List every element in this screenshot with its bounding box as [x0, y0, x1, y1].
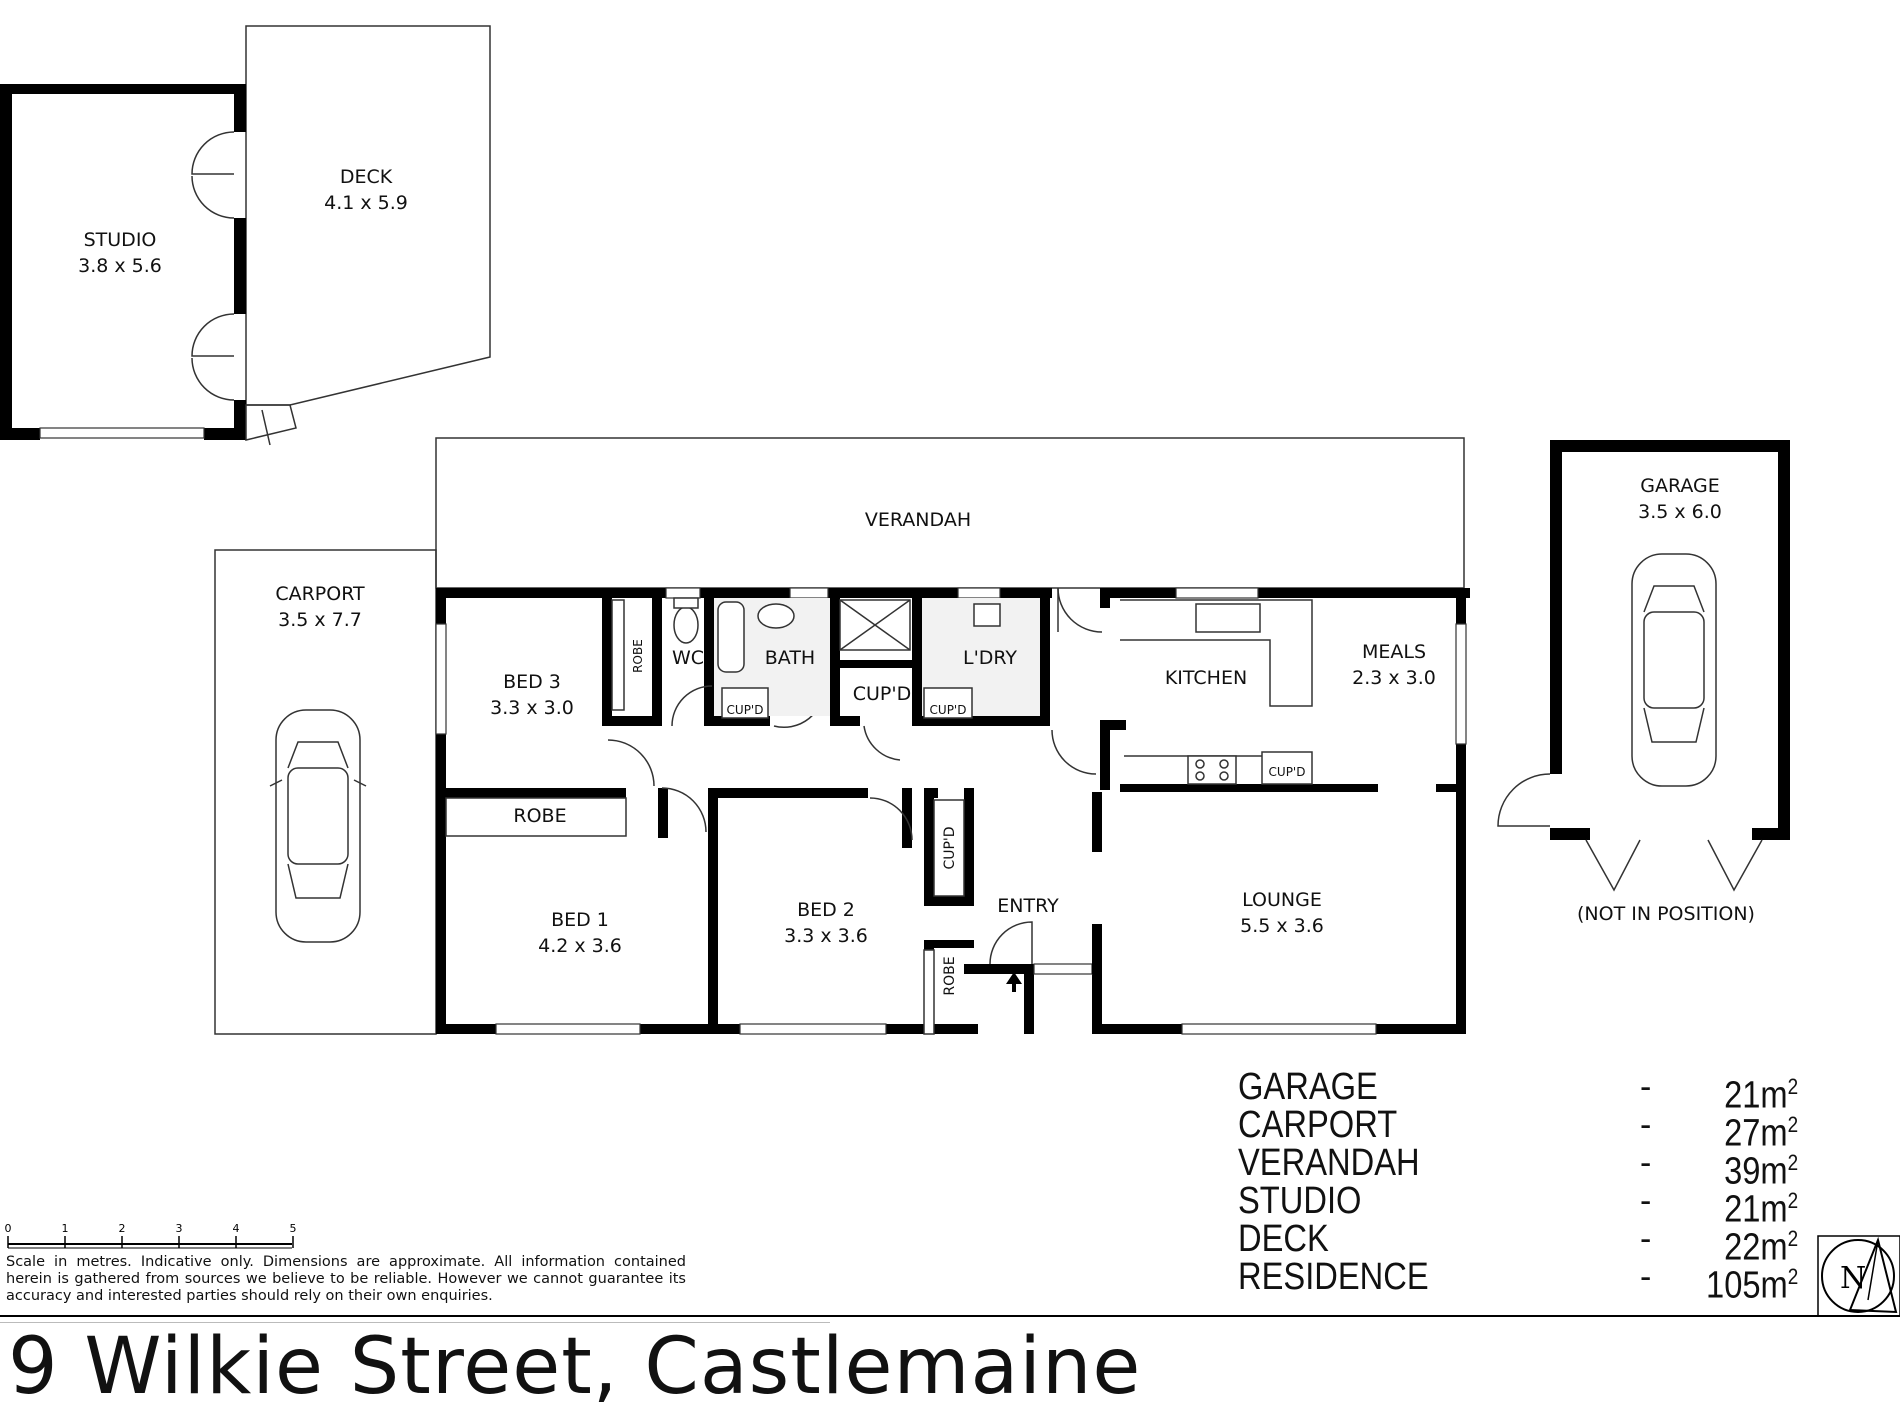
robe-bed1-name: ROBE	[513, 805, 566, 827]
area-dash: -	[1640, 1106, 1652, 1144]
scale-bar: 0 1 2 3 4 5	[5, 1222, 297, 1249]
area-value: 39m2	[1723, 1150, 1798, 1193]
area-value: 22m2	[1723, 1226, 1798, 1269]
footer-rule	[0, 1315, 1900, 1317]
scale-tick-label: 0	[5, 1222, 12, 1235]
ldry-name: L'DRY	[963, 647, 1017, 669]
deck-dims: 4.1 x 5.9	[324, 192, 408, 214]
cupd-kitchen-name: CUP'D	[1269, 765, 1306, 779]
residence-walls	[435, 587, 1470, 1035]
scale-tick-label: 4	[233, 1222, 240, 1235]
area-row: RESIDENCE - 105m2	[1238, 1256, 1798, 1305]
robe-bed3-name: ROBE	[631, 639, 645, 673]
cupd-hall-name: CUP'D	[853, 683, 911, 705]
area-dash: -	[1640, 1144, 1652, 1182]
bathtub-icon	[717, 601, 745, 673]
studio-dims: 3.8 x 5.6	[78, 255, 162, 277]
garage-note: (NOT IN POSITION)	[1577, 903, 1755, 925]
robe-bed2-name: ROBE	[942, 956, 958, 995]
doors	[607, 587, 1103, 992]
toilet-icon	[673, 606, 699, 644]
garage-name: GARAGE	[1640, 475, 1720, 497]
lounge-name: LOUNGE	[1242, 889, 1322, 911]
bed1-name: BED 1	[551, 909, 609, 931]
basin-icon	[757, 603, 795, 629]
kitchen-sink-icon	[1195, 603, 1261, 633]
cupd-entry-name: CUP'D	[942, 826, 958, 869]
compass-letter: N	[1840, 1261, 1866, 1296]
property-address: 9 Wilkie Street, Castlemaine	[8, 1322, 1142, 1412]
carport-name: CARPORT	[275, 583, 365, 605]
bed2-name: BED 2	[797, 899, 855, 921]
studio-door-b	[191, 313, 235, 357]
scale-tick-label: 1	[62, 1222, 69, 1235]
studio-window	[39, 427, 205, 439]
bed3-name: BED 3	[503, 671, 561, 693]
scale-tick-label: 2	[119, 1222, 126, 1235]
bath-name: BATH	[765, 647, 815, 669]
area-dash: -	[1640, 1068, 1652, 1106]
cupd-ldry-name: CUP'D	[930, 703, 967, 717]
area-name: DECK	[1238, 1218, 1329, 1260]
scale-tick-label: 3	[176, 1222, 183, 1235]
area-value: 105m2	[1705, 1264, 1798, 1307]
laundry-sink-icon	[973, 603, 1001, 627]
studio-name: STUDIO	[84, 229, 157, 251]
car-icon	[269, 709, 367, 943]
garage-dims: 3.5 x 6.0	[1638, 501, 1722, 523]
area-row: CARPORT - 27m2	[1238, 1104, 1798, 1153]
verandah-name: VERANDAH	[865, 509, 971, 531]
area-dash: -	[1640, 1220, 1652, 1258]
disclaimer-text: Scale in metres. Indicative only. Dimens…	[6, 1254, 686, 1304]
area-dash: -	[1640, 1258, 1652, 1296]
area-value: 21m2	[1723, 1188, 1798, 1231]
bed2-dims: 3.3 x 3.6	[784, 925, 868, 947]
area-name: STUDIO	[1238, 1180, 1362, 1222]
compass-icon: N	[1817, 1235, 1900, 1317]
area-dash: -	[1640, 1182, 1652, 1220]
carport-dims: 3.5 x 7.7	[278, 609, 362, 631]
footer-rule-secondary	[0, 1322, 830, 1323]
bed3-dims: 3.3 x 3.0	[490, 697, 574, 719]
area-value: 27m2	[1723, 1112, 1798, 1155]
wc-name: WC	[672, 647, 704, 669]
fixtures	[445, 597, 1313, 1035]
deck-name: DECK	[340, 166, 393, 188]
garage-block: GARAGE 3.5 x 6.0 (NOT IN POSITION)	[1497, 440, 1790, 925]
bed1-dims: 4.2 x 3.6	[538, 935, 622, 957]
area-row: STUDIO - 21m2	[1238, 1180, 1798, 1229]
area-name: GARAGE	[1238, 1066, 1378, 1108]
kitchen-name: KITCHEN	[1165, 667, 1247, 689]
area-row: DECK - 22m2	[1238, 1218, 1798, 1267]
area-name: RESIDENCE	[1238, 1256, 1429, 1298]
area-name: CARPORT	[1238, 1104, 1398, 1146]
room-labels: BED 3 3.3 x 3.0 ROBE WC BATH CUP'D CUP'D…	[490, 639, 1436, 995]
studio-door-a	[191, 131, 235, 175]
meals-name: MEALS	[1362, 641, 1426, 663]
studio-deck-block: DECK 4.1 x 5.9 STUDIO 3.8 x 5.6	[0, 25, 491, 446]
entry-name: ENTRY	[997, 895, 1059, 917]
cooktop-icon	[1187, 755, 1237, 785]
area-row: GARAGE - 21m2	[1238, 1066, 1798, 1115]
garage-side-door	[1497, 773, 1551, 827]
area-name: VERANDAH	[1238, 1142, 1420, 1184]
car-icon	[1631, 553, 1717, 787]
cupd-bath-name: CUP'D	[727, 703, 764, 717]
deck-outline	[245, 25, 491, 406]
area-value: 21m2	[1723, 1074, 1798, 1117]
scale-tick-label: 5	[290, 1222, 297, 1235]
meals-dims: 2.3 x 3.0	[1352, 667, 1436, 689]
area-row: VERANDAH - 39m2	[1238, 1142, 1798, 1191]
lounge-dims: 5.5 x 3.6	[1240, 915, 1324, 937]
